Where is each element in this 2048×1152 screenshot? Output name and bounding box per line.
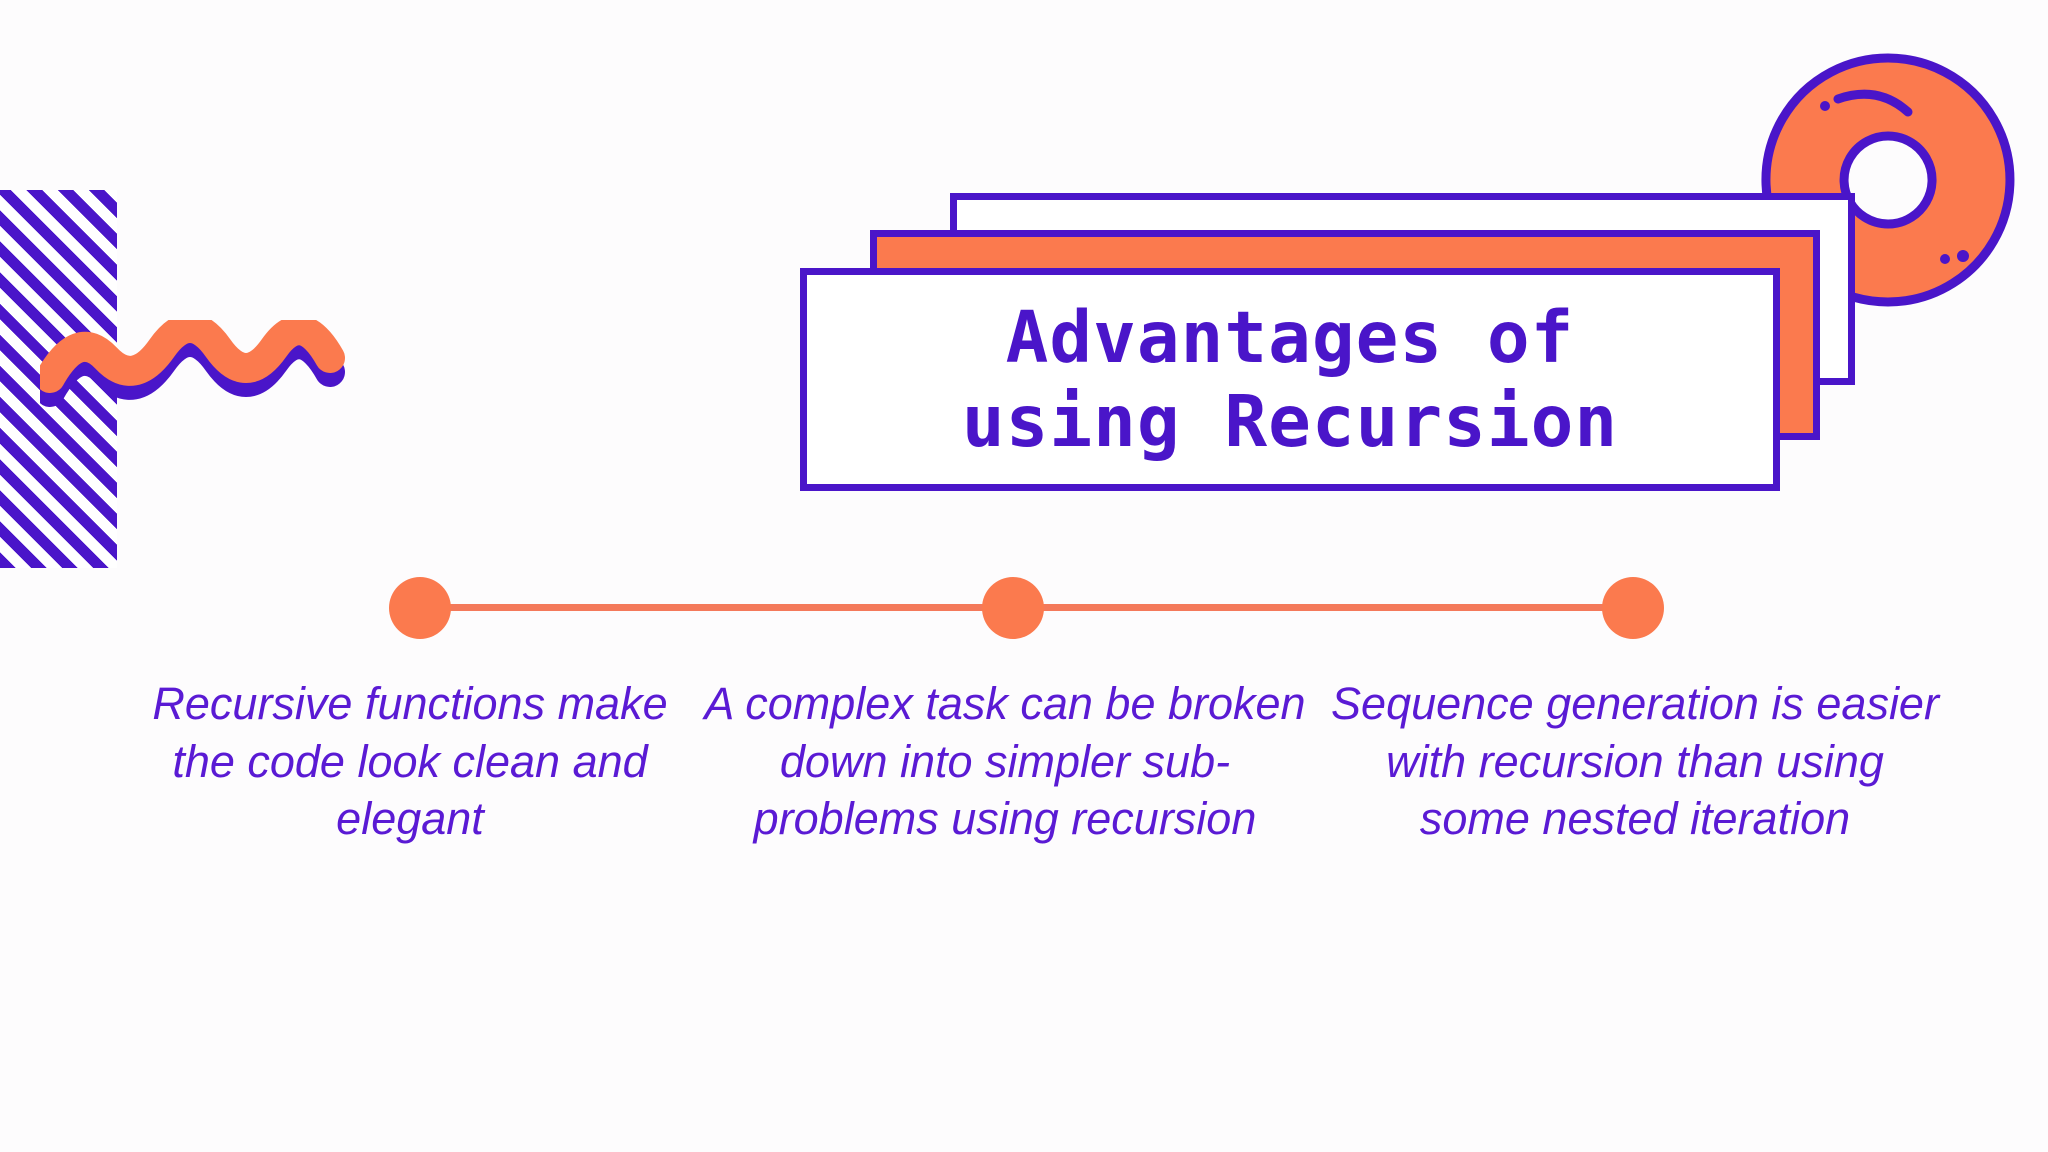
caption-item-1: Recursive functions make the code look c… — [152, 678, 668, 845]
timeline — [389, 577, 1664, 639]
timeline-dot-3[interactable] — [1602, 577, 1664, 639]
timeline-dot-2[interactable] — [982, 577, 1044, 639]
squiggle-decoration — [40, 320, 345, 407]
caption-row: Recursive functions make the code look c… — [0, 675, 2048, 848]
donut-highlight-arc — [1833, 89, 1913, 117]
donut-dot-lower-a — [1940, 254, 1950, 264]
donut-dot-lower-b — [1957, 250, 1969, 262]
caption-item-2: A complex task can be broken down into s… — [704, 678, 1306, 845]
donut-dot-small — [1820, 101, 1830, 111]
timeline-dot-1[interactable] — [389, 577, 451, 639]
caption-item-3: Sequence generation is easier with recur… — [1331, 678, 1939, 845]
squiggle-orange-stroke — [40, 320, 345, 393]
